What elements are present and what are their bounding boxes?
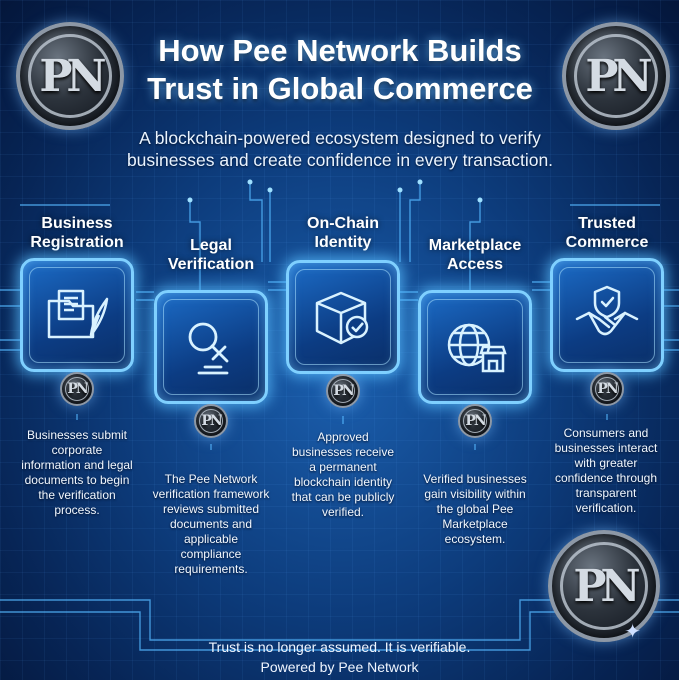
- pee-network-logo-left: PN: [16, 22, 124, 130]
- handshake-shield-icon: [575, 285, 639, 336]
- magnifier-gavel-icon: [188, 322, 229, 375]
- footer-powered-by: Powered by Pee Network: [260, 659, 419, 675]
- globe-store-icon: [447, 323, 507, 373]
- pee-network-logo-right: PN: [562, 22, 670, 130]
- sparkle-icon: ✦: [624, 621, 641, 643]
- step-card-on-chain-identity: [286, 260, 400, 374]
- step-badge-logo-2: PN: [194, 404, 228, 438]
- cube-badge-icon: [315, 291, 369, 345]
- pee-network-logo-large: PN: [548, 530, 660, 642]
- step-badge-logo-5: PN: [590, 372, 624, 406]
- step-card-trusted-commerce: [550, 258, 664, 372]
- step-badge-logo-1: PN: [60, 372, 94, 406]
- page-subtitle: A blockchain-powered ecosystem designed …: [126, 128, 554, 170]
- footer-tagline: Trust is no longer assumed. It is verifi…: [208, 639, 471, 655]
- step-card-legal-verification: [154, 290, 268, 404]
- step-badge-logo-3: PN: [326, 374, 360, 408]
- folder-document-feather-icon: [47, 289, 109, 339]
- step-card-business-registration: [20, 258, 134, 372]
- step-card-marketplace-access: [418, 290, 532, 404]
- page-title: How Pee Network Builds Trust in Global C…: [147, 33, 533, 106]
- step-badge-logo-4: PN: [458, 404, 492, 438]
